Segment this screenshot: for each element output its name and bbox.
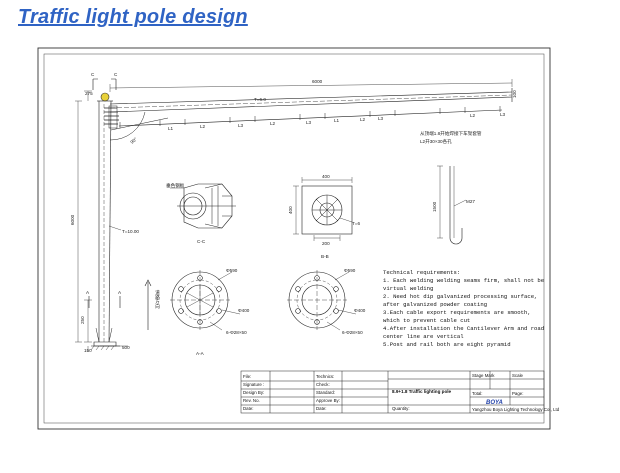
arm-thickness: T=6.0 xyxy=(254,97,266,102)
dim-150: 150 xyxy=(84,348,92,353)
arm-note-2: L2开30×30各孔 xyxy=(420,138,452,145)
hook-length: 1500 xyxy=(432,201,437,212)
tb-stage-mark: Stage Mark xyxy=(472,373,495,378)
note-line: 3.Each cable export requirements are smo… xyxy=(383,309,531,316)
tb-rev-no: Rev. No. xyxy=(243,398,260,403)
tb-check: Check: xyxy=(316,382,330,387)
seg-l3: L3 xyxy=(238,123,244,128)
notes-heading: Technical requirements: xyxy=(383,269,460,276)
tb-date-2: Date: xyxy=(316,406,327,411)
tb-total: Total: xyxy=(472,391,483,396)
hook-diameter: M27 xyxy=(466,199,475,204)
seg-l3d: L3 xyxy=(500,112,506,117)
dim-275: 275 xyxy=(85,91,93,96)
note-line: after galvanized powder coating xyxy=(383,301,487,308)
bb-dim-side: 400 xyxy=(288,206,293,214)
view-aa-right xyxy=(287,270,357,331)
dim-500: 500 xyxy=(122,345,130,350)
note-line: 5.Post and rail both are eight pyramid xyxy=(383,341,511,348)
page-title: Traffic light pole design xyxy=(18,6,248,28)
note-line: center line are vertical xyxy=(383,333,464,340)
tb-scale: Scale xyxy=(512,373,524,378)
anchor-bolt xyxy=(437,165,467,245)
tb-design-by: Design By: xyxy=(243,390,264,395)
note-line: virtual welding xyxy=(383,285,433,292)
technical-notes: Technical requirements: 1. Each welding … xyxy=(383,269,544,348)
aa-outer-diameter: Φ590 xyxy=(226,268,238,273)
aa2-inner-diameter: Φ400 xyxy=(354,308,366,313)
tb-product: 8.9+1.8 Traffic lighting pole xyxy=(392,389,452,394)
tb-technics: Technics: xyxy=(316,374,334,379)
tb-date: Date: xyxy=(243,406,254,411)
seg-l3c: L3 xyxy=(378,116,384,121)
tb-standard: Standard: xyxy=(316,390,335,395)
note-line: which to prevent cable cut xyxy=(383,317,470,324)
seg-l2: L2 xyxy=(200,124,206,129)
view-bb-title: B-B xyxy=(321,254,329,259)
pole-labels: C C A A 6000 6000 275 250 150 500 T=6.0 … xyxy=(70,72,517,353)
view-bb xyxy=(293,177,353,241)
pole-thickness: T=10.00 xyxy=(122,229,139,234)
view-aa-left xyxy=(144,270,241,331)
seg-l3b: L3 xyxy=(306,120,312,125)
tb-company: Yangzhou Boya Lighting Technology Co., L… xyxy=(472,407,560,412)
seg-l1b: L1 xyxy=(334,118,340,123)
seg-l2b: L2 xyxy=(270,121,276,126)
seg-l2c: L2 xyxy=(360,117,366,122)
arm-note-1: 从顶端1.8开始焊接下车架套管 xyxy=(420,130,482,137)
road-direction: 道路方向 xyxy=(155,289,161,309)
note-line: 1. Each welding welding seams firm, shal… xyxy=(383,277,544,284)
title-block-text: File: Technics: Signature : Check: Desig… xyxy=(243,373,560,412)
tb-approve-by: Approve By: xyxy=(316,398,340,403)
view-cc xyxy=(170,183,236,229)
bb-dim-bottom: 200 xyxy=(322,241,330,246)
inner-border xyxy=(43,53,545,424)
tb-file: File: xyxy=(243,374,251,379)
title-block xyxy=(240,370,545,414)
label-c-left: C xyxy=(91,72,95,77)
company-logo: BOYA xyxy=(486,400,503,406)
dim-pole-height: 6000 xyxy=(70,214,75,225)
angle-label: 90° xyxy=(129,136,138,144)
label-a-right: A xyxy=(118,290,122,295)
aa-holes: 6-Φ28×50 xyxy=(226,330,247,335)
tb-signature: Signature : xyxy=(243,382,264,387)
view-aa-title: A-A xyxy=(196,351,205,356)
arm-end-dim: 100 xyxy=(512,90,517,98)
aa2-outer-diameter: Φ590 xyxy=(344,268,356,273)
bb-dim-top: 400 xyxy=(322,174,330,179)
note-line: 4.After installation the Cantilever Arm … xyxy=(383,325,544,332)
aa2-holes: 6-Φ28×50 xyxy=(342,330,363,335)
tb-page: Page: xyxy=(512,391,523,396)
note-line: 2. Need hot dip galvanized processing su… xyxy=(383,293,537,300)
aa-inner-diameter: Φ400 xyxy=(238,308,250,313)
tb-quantity: Quantity: xyxy=(392,406,410,411)
drawing-border xyxy=(37,47,551,430)
bb-thickness: T=6 xyxy=(352,221,360,226)
cc-plate-label: 垂色钢板 xyxy=(166,182,185,189)
seg-l1: L1 xyxy=(168,126,174,131)
label-c-right: C xyxy=(114,72,118,77)
label-a-left: A xyxy=(86,290,90,295)
pole-elevation xyxy=(75,78,513,352)
seg-l2d: L2 xyxy=(470,113,476,118)
dim-250: 250 xyxy=(80,316,85,324)
dim-arm-length: 6000 xyxy=(312,79,323,84)
view-cc-title: C-C xyxy=(197,239,206,244)
